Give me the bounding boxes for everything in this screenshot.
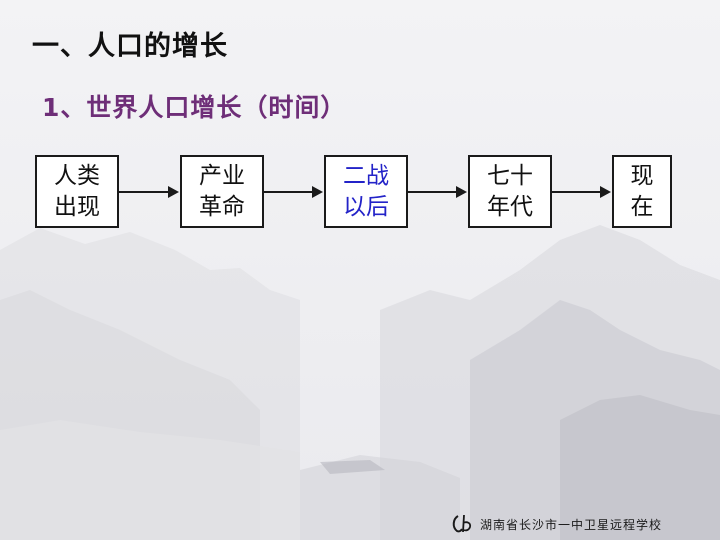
arrow-right-icon [408, 186, 467, 198]
timeline-box-label: 现在 [630, 162, 654, 220]
timeline-box-label: 七十年代 [487, 162, 533, 220]
timeline-box-post-ww2: 二战以后 [324, 155, 408, 228]
timeline-box-label: 产业革命 [199, 162, 245, 220]
timeline-box-label: 人类出现 [54, 162, 100, 220]
timeline-box-industrial-revolution: 产业革命 [180, 155, 264, 228]
arrow-right-icon [552, 186, 611, 198]
timeline-box-seventies: 七十年代 [468, 155, 552, 228]
calligraphy-logo-icon [452, 514, 472, 533]
arrow-right-icon [119, 186, 179, 198]
slide-subheading: 1、世界人口增长（时间） [42, 93, 347, 122]
timeline-box-label: 二战以后 [343, 162, 389, 220]
timeline-box-human-emergence: 人类出现 [35, 155, 119, 228]
footer-school-name: 湖南省长沙市一中卫星远程学校 [480, 517, 663, 532]
footer: 湖南省长沙市一中卫星远程学校 [450, 512, 662, 536]
timeline-box-present: 现在 [612, 155, 672, 228]
arrow-right-icon [264, 186, 323, 198]
slide-heading: 一、人口的增长 [32, 31, 228, 62]
